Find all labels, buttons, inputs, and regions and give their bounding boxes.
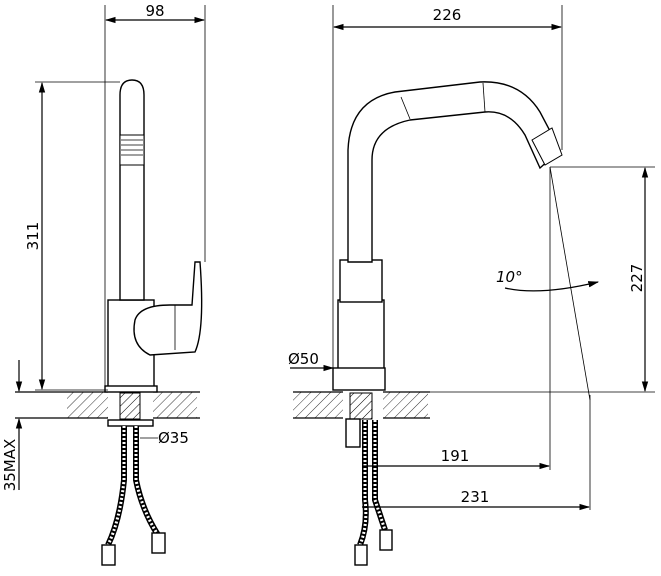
side-mounting-stud — [349, 392, 373, 420]
dim-base-diameter: Ø50 — [288, 350, 319, 368]
side-supply-hose — [357, 420, 369, 547]
dim-hole-diameter: Ø35 — [158, 429, 189, 447]
dim-deck-thickness: 35MAX — [1, 439, 19, 492]
dim-spout-height: 227 — [628, 264, 646, 293]
mounting-stud — [119, 392, 141, 420]
front-lever-handle — [133, 261, 203, 356]
front-view — [15, 5, 206, 566]
dim-reach-231: 231 — [461, 488, 490, 506]
supply-hose-right — [133, 426, 161, 537]
dim-side-width: 226 — [433, 6, 462, 24]
dim-front-height: 311 — [24, 222, 42, 251]
supply-hose-left — [105, 426, 127, 547]
dim-front-width: 98 — [145, 2, 164, 20]
side-spout — [347, 81, 561, 263]
dim-swivel-angle: 10° — [496, 268, 523, 286]
front-spout — [119, 79, 145, 301]
side-view — [290, 5, 655, 566]
dim-reach-191: 191 — [441, 447, 470, 465]
